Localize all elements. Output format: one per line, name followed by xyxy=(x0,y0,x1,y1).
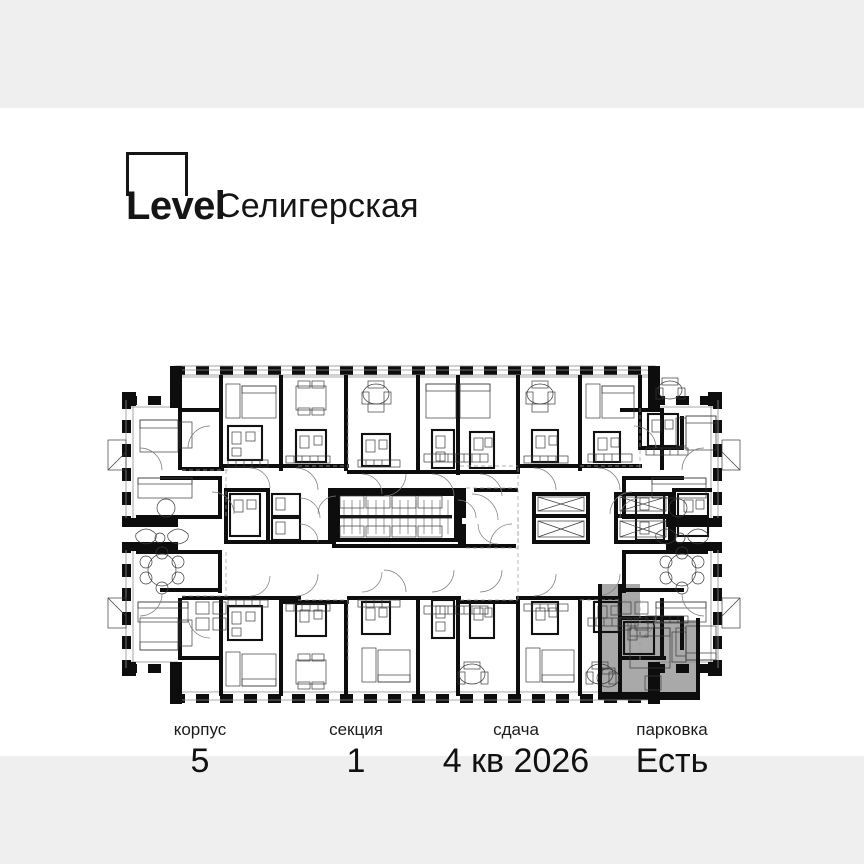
balcony-rails xyxy=(107,439,741,629)
spec-korpus-label: корпус xyxy=(173,720,227,739)
spec-parkovka-label: парковка xyxy=(636,720,708,739)
spec-sekciya: секция 1 xyxy=(280,720,432,780)
spec-parkovka-value: Есть xyxy=(635,742,709,780)
door-swings xyxy=(139,425,705,639)
elevator-shafts xyxy=(537,496,667,538)
interior-partitions xyxy=(226,412,710,656)
project-name: Селигерская xyxy=(216,187,419,225)
spec-sdacha-value: 4 кв 2026 xyxy=(442,742,590,780)
plan-card: Level Селигерская .w { fill:#0d0d0d; } /… xyxy=(0,108,864,780)
spec-korpus: корпус 5 xyxy=(120,720,280,780)
spec-sdacha: сдача 4 кв 2026 xyxy=(432,720,600,780)
specs-row: корпус 5 секция 1 сдача 4 кв 2026 парков… xyxy=(120,720,744,790)
dimension-guides xyxy=(182,408,641,660)
staircase xyxy=(339,495,452,538)
spec-parkovka: парковка Есть xyxy=(600,720,744,780)
spec-korpus-value: 5 xyxy=(190,742,210,780)
floor-plan-drawing[interactable]: .w { fill:#0d0d0d; } /* heavy structural… xyxy=(100,348,780,720)
logo-square-shape xyxy=(126,152,188,196)
kitchen-counters xyxy=(227,447,689,627)
level-square-logo-icon: Level xyxy=(126,152,226,228)
spec-sekciya-label: секция xyxy=(329,720,383,739)
highlight-outline[interactable] xyxy=(598,584,700,700)
facade-walls xyxy=(122,365,722,704)
spec-sekciya-value: 1 xyxy=(346,742,366,780)
floor-plan[interactable]: .w { fill:#0d0d0d; } /* heavy structural… xyxy=(100,348,780,720)
logo-wordmark: Level xyxy=(126,184,226,228)
brand-block: Level Селигерская xyxy=(126,148,419,228)
spec-sdacha-label: сдача xyxy=(493,720,539,739)
furniture xyxy=(135,377,717,691)
